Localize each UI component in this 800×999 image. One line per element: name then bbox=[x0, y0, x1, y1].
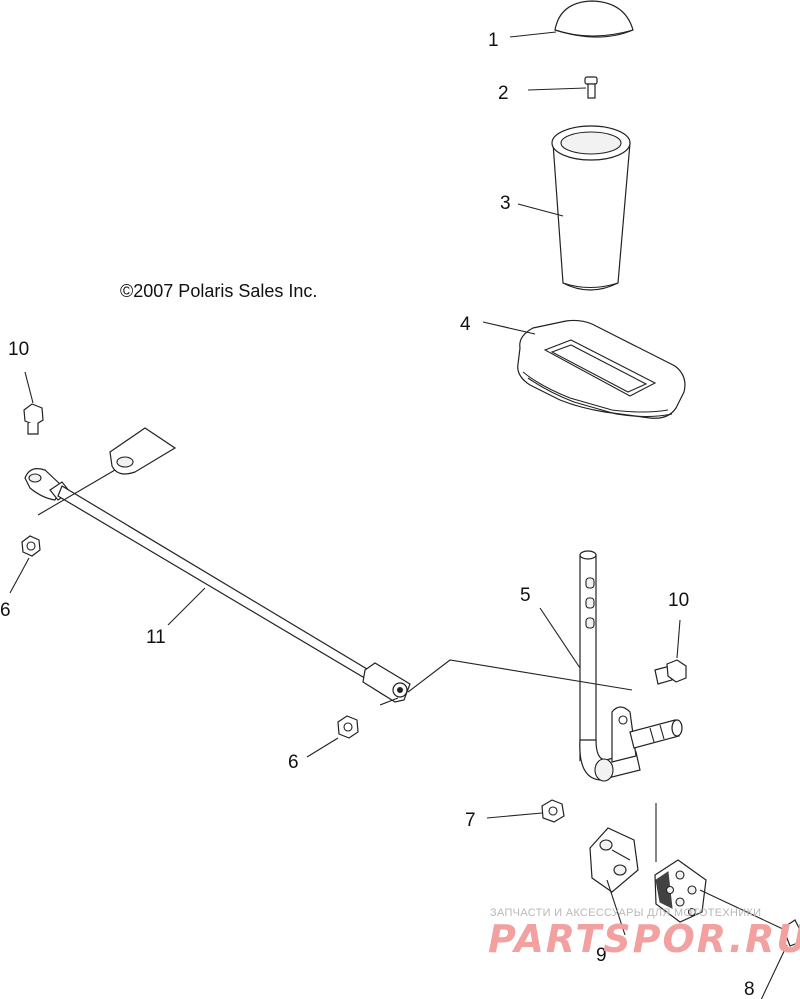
part-8-bolt bbox=[760, 919, 800, 999]
callout-4: 4 bbox=[460, 314, 471, 335]
watermark-tagline: ЗАПЧАСТИ И АКСЕССУАРЫ ДЛЯ МОТОТЕХНИКИ bbox=[490, 907, 761, 919]
callout-1: 1 bbox=[488, 30, 499, 51]
callout-2: 2 bbox=[498, 83, 509, 104]
part-2-screw bbox=[527, 76, 598, 99]
callout-10-left: 10 bbox=[8, 339, 29, 360]
part-10-bolt-right bbox=[654, 619, 687, 685]
callout-5: 5 bbox=[520, 585, 531, 606]
callout-10-right: 10 bbox=[668, 590, 689, 611]
part-11-rod bbox=[24, 427, 633, 706]
part-10-bolt-left bbox=[23, 371, 44, 435]
part-5-lever bbox=[539, 550, 683, 782]
callout-9: 9 bbox=[596, 945, 607, 966]
callout-3: 3 bbox=[500, 193, 511, 214]
watermark-logo: PARTSPOR.RU bbox=[488, 917, 800, 961]
part-9-bracket bbox=[589, 803, 786, 936]
part-6-nut-upper bbox=[9, 535, 41, 594]
part-3-knob bbox=[517, 125, 631, 291]
copyright-text: ©2007 Polaris Sales Inc. bbox=[120, 281, 317, 301]
callout-6-center: 6 bbox=[288, 752, 299, 773]
part-4-boot bbox=[482, 319, 686, 419]
part-1-cap bbox=[509, 0, 634, 38]
part-6-nut-lower bbox=[306, 715, 359, 758]
callout-6-left: 6 bbox=[0, 600, 11, 621]
callout-11: 11 bbox=[146, 627, 166, 648]
part-7-nut bbox=[486, 799, 565, 823]
callout-8: 8 bbox=[744, 979, 755, 999]
callout-7: 7 bbox=[465, 810, 476, 831]
